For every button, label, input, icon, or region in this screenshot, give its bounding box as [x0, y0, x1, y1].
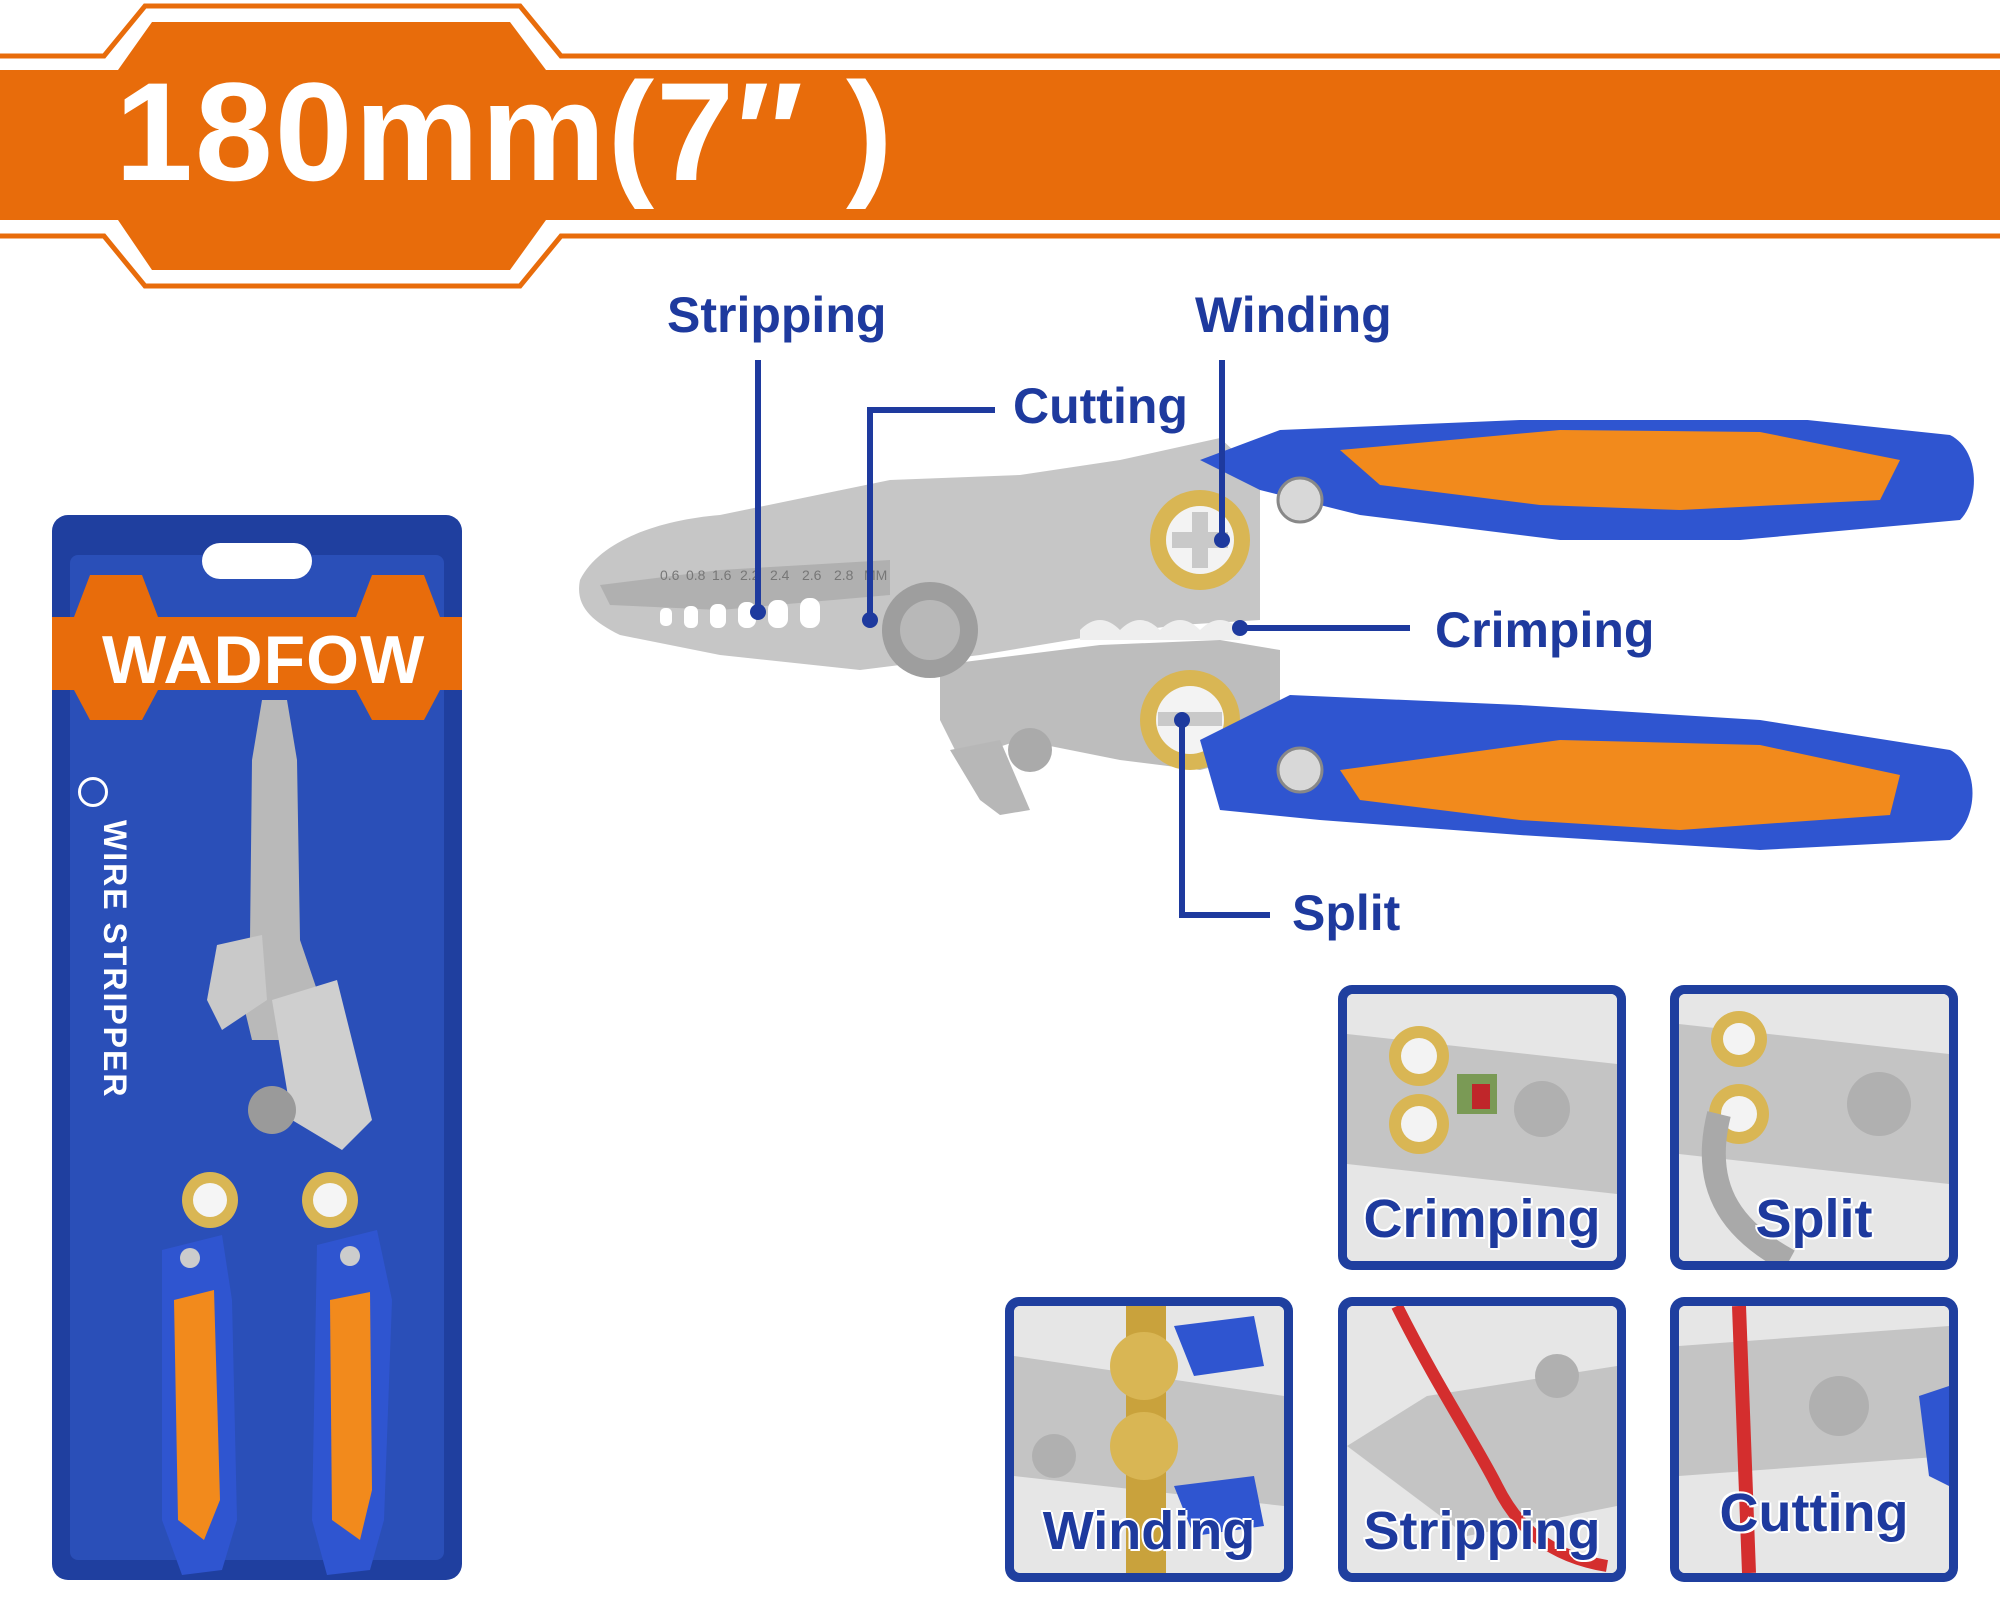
package-shape [52, 515, 462, 1580]
tile-winding: Winding [1005, 1297, 1293, 1582]
hang-hole-icon [202, 543, 312, 579]
stripping-photo [1347, 1306, 1617, 1573]
size-title: 180mm(7″ ) [115, 53, 895, 210]
split-photo [1679, 994, 1949, 1261]
svg-text:2.4: 2.4 [770, 567, 790, 583]
callout-cutting: Cutting [1013, 378, 1188, 434]
callout-lines [750, 360, 1410, 918]
wadfow-logo-icon [78, 777, 108, 807]
tile-split-label: Split [1755, 1189, 1873, 1249]
crimping-photo [1347, 994, 1617, 1261]
tile-crimping-label: Crimping [1363, 1189, 1601, 1249]
svg-text:0.8: 0.8 [686, 567, 706, 583]
tile-cutting-label: Cutting [1719, 1483, 1909, 1543]
tile-winding-label: Winding [1042, 1501, 1256, 1561]
callout-crimping: Crimping [1435, 602, 1655, 658]
top-banner [0, 3, 2000, 289]
svg-text:2.6: 2.6 [802, 567, 822, 583]
package-tool [162, 700, 392, 1575]
tile-stripping: Stripping [1338, 1297, 1626, 1582]
callout-split: Split [1292, 885, 1401, 941]
svg-text:0.6: 0.6 [660, 567, 680, 583]
package-card: WADFOW WIRE STRIPPER [52, 515, 462, 1580]
tile-cutting: Cutting [1670, 1297, 1958, 1582]
callout-stripping: Stripping [667, 287, 887, 343]
callout-winding: Winding [1195, 287, 1392, 343]
tile-stripping-label: Stripping [1363, 1501, 1601, 1561]
brand-logo: WADFOW [102, 622, 426, 698]
svg-text:2.2: 2.2 [740, 567, 760, 583]
tile-split: Split [1670, 985, 1958, 1270]
svg-text:1.6: 1.6 [712, 567, 732, 583]
svg-text:2.8: 2.8 [834, 567, 854, 583]
tile-crimping: Crimping [1338, 985, 1626, 1270]
wire-stripper-icon: 0.6 0.8 1.6 2.2 2.4 2.6 2.8 MM [579, 420, 1974, 850]
cutting-photo [1679, 1306, 1949, 1573]
winding-photo [1014, 1306, 1284, 1573]
